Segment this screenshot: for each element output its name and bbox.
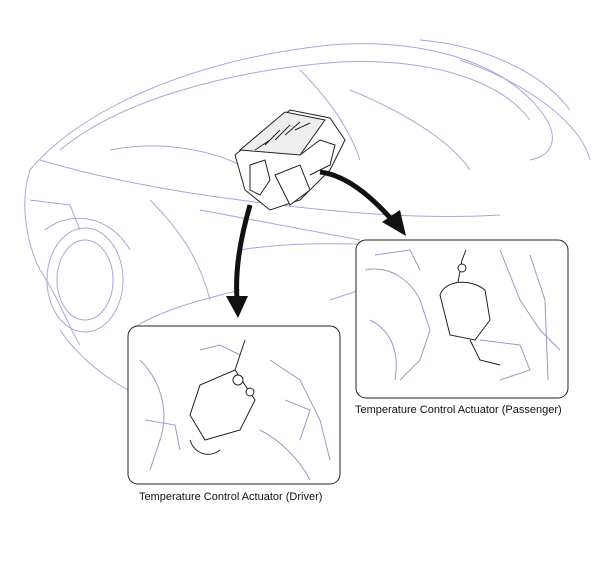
arrow-to-passenger [319,169,406,236]
passenger-actuator-label: Temperature Control Actuator (Passenger) [355,404,562,416]
hvac-unit [234,109,346,211]
passenger-detail-box [355,239,569,399]
driver-actuator-label: Temperature Control Actuator (Driver) [139,491,323,503]
driver-detail-box [127,325,341,485]
car-body-outline [24,39,591,391]
arrow-to-driver [226,204,253,318]
